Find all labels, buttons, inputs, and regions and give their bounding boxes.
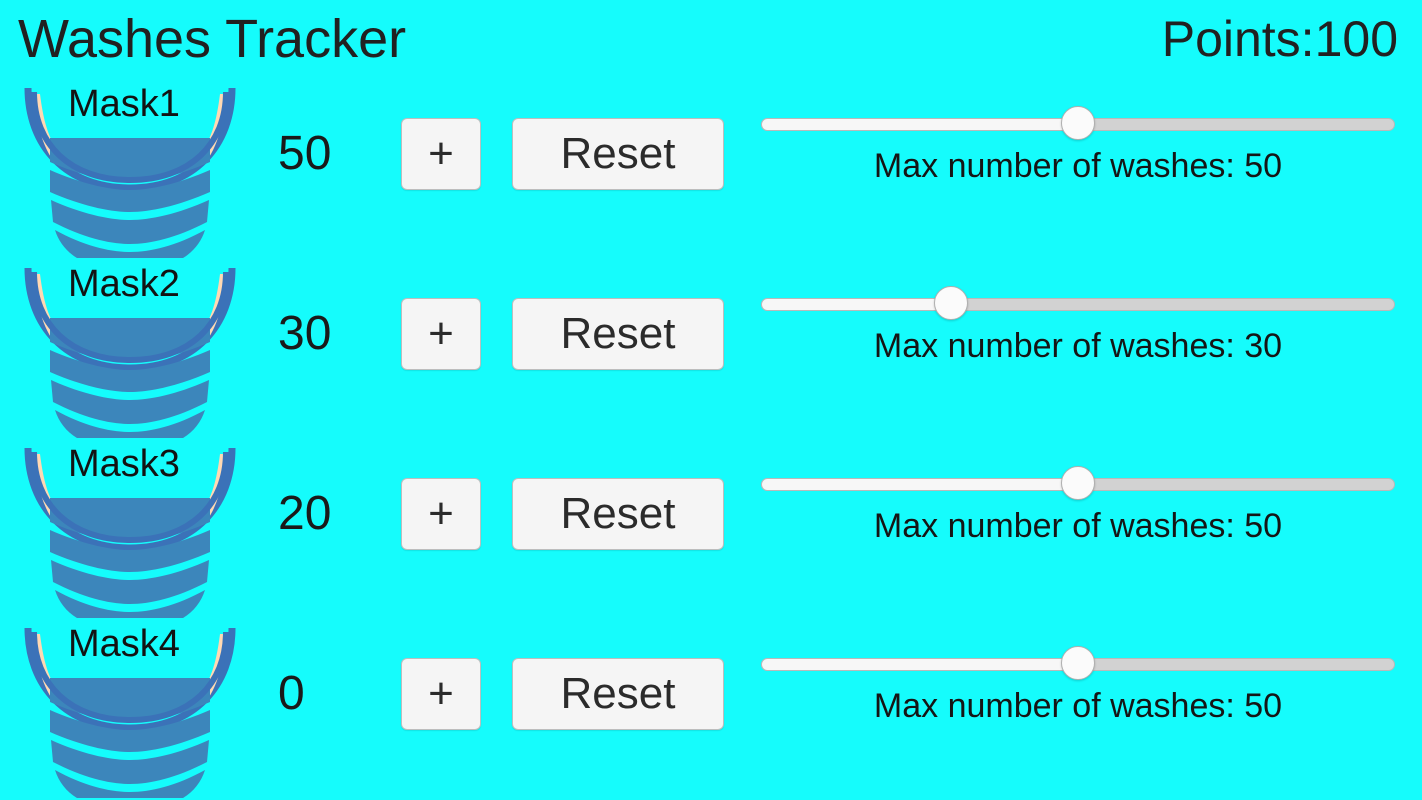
increment-button[interactable]: + <box>401 478 481 550</box>
reset-button[interactable]: Reset <box>512 298 724 370</box>
max-washes-slider[interactable] <box>761 106 1395 140</box>
mask-graphic-block: Mask1 <box>10 80 250 258</box>
mask-graphic-block: Mask2 <box>10 260 250 438</box>
slider-caption: Max number of washes: 30 <box>873 327 1283 365</box>
mask-name-label: Mask4 <box>68 623 180 665</box>
mask-row: Mask2 30 + Reset Max number of washes: 3… <box>0 258 1422 438</box>
face-mask-icon <box>24 87 236 258</box>
slider-thumb[interactable] <box>1061 106 1095 140</box>
face-mask-icon <box>24 447 236 618</box>
face-mask-icon <box>24 267 236 438</box>
max-washes-slider-block: Max number of washes: 50 <box>761 106 1395 226</box>
reset-button[interactable]: Reset <box>512 478 724 550</box>
slider-thumb[interactable] <box>934 286 969 320</box>
max-washes-slider[interactable] <box>761 286 1395 320</box>
increment-button[interactable]: + <box>401 118 481 190</box>
slider-thumb[interactable] <box>1061 466 1095 500</box>
max-washes-slider-block: Max number of washes: 30 <box>761 286 1395 406</box>
mask-graphic-block: Mask4 <box>10 620 250 798</box>
slider-caption: Max number of washes: 50 <box>873 147 1283 185</box>
mask-name-label: Mask1 <box>68 83 180 125</box>
wash-count: 30 <box>278 307 332 360</box>
points-counter: Points:100 <box>1161 11 1398 67</box>
slider-caption: Max number of washes: 50 <box>873 507 1283 545</box>
mask-name-label: Mask2 <box>68 263 180 305</box>
reset-button[interactable]: Reset <box>512 118 724 190</box>
face-mask-icon <box>24 627 236 798</box>
reset-button[interactable]: Reset <box>512 658 724 730</box>
mask-row: Mask1 50 + Reset Max number of washes: 5… <box>0 78 1422 258</box>
slider-track-fill <box>761 298 952 311</box>
slider-track-fill <box>761 658 1078 671</box>
slider-thumb[interactable] <box>1061 646 1095 680</box>
max-washes-slider[interactable] <box>761 466 1395 500</box>
slider-track-fill <box>761 118 1078 131</box>
mask-row: Mask3 20 + Reset Max number of washes: 5… <box>0 438 1422 618</box>
mask-graphic-block: Mask3 <box>10 440 250 618</box>
wash-count: 0 <box>278 667 305 720</box>
wash-count: 50 <box>278 127 332 180</box>
max-washes-slider[interactable] <box>761 646 1395 680</box>
slider-track-fill <box>761 478 1078 491</box>
slider-caption: Max number of washes: 50 <box>873 687 1283 725</box>
wash-count: 20 <box>278 487 332 540</box>
max-washes-slider-block: Max number of washes: 50 <box>761 466 1395 586</box>
max-washes-slider-block: Max number of washes: 50 <box>761 646 1395 766</box>
page-title: Washes Tracker <box>18 9 407 69</box>
mask-name-label: Mask3 <box>68 443 180 485</box>
mask-rows: Mask1 50 + Reset Max number of washes: 5… <box>0 78 1422 800</box>
increment-button[interactable]: + <box>401 298 481 370</box>
mask-row: Mask4 0 + Reset Max number of washes: 50 <box>0 618 1422 798</box>
increment-button[interactable]: + <box>401 658 481 730</box>
app-header: Washes Tracker Points:100 <box>0 0 1422 78</box>
